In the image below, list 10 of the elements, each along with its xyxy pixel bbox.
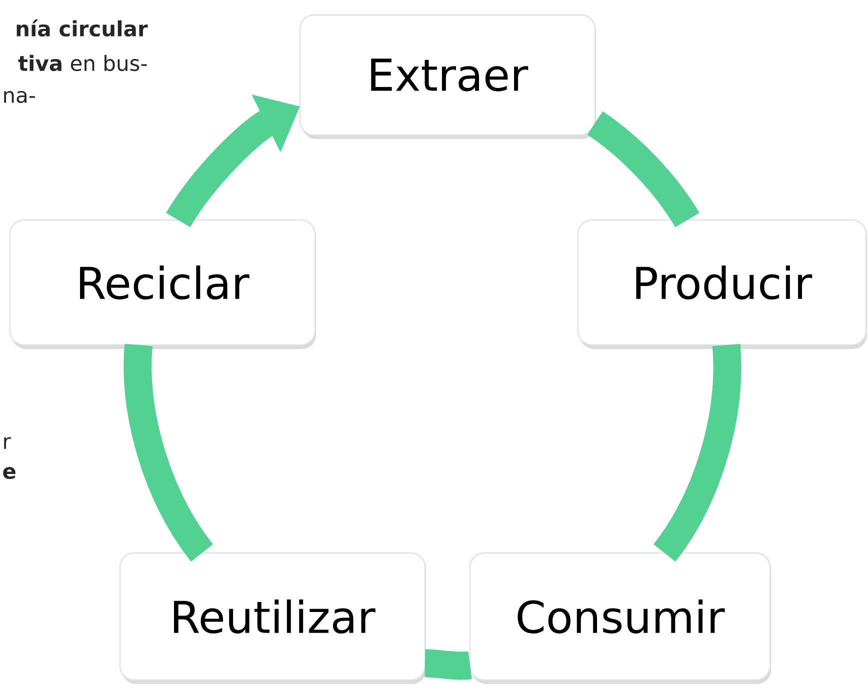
text-fragment: r [4, 437, 11, 449]
step-box: Reutilizar [119, 552, 426, 684]
text-fragment: e [3, 466, 16, 480]
text-fragment: tiva en bus- [18, 54, 147, 72]
text-fragment: nía circular [16, 19, 148, 37]
text-fragment: na- [4, 90, 35, 104]
step-box: Reciclar [9, 219, 316, 349]
step-box: Extraer [299, 14, 596, 139]
step-box: Consumir [469, 552, 771, 684]
step-box: Producir [577, 219, 867, 349]
